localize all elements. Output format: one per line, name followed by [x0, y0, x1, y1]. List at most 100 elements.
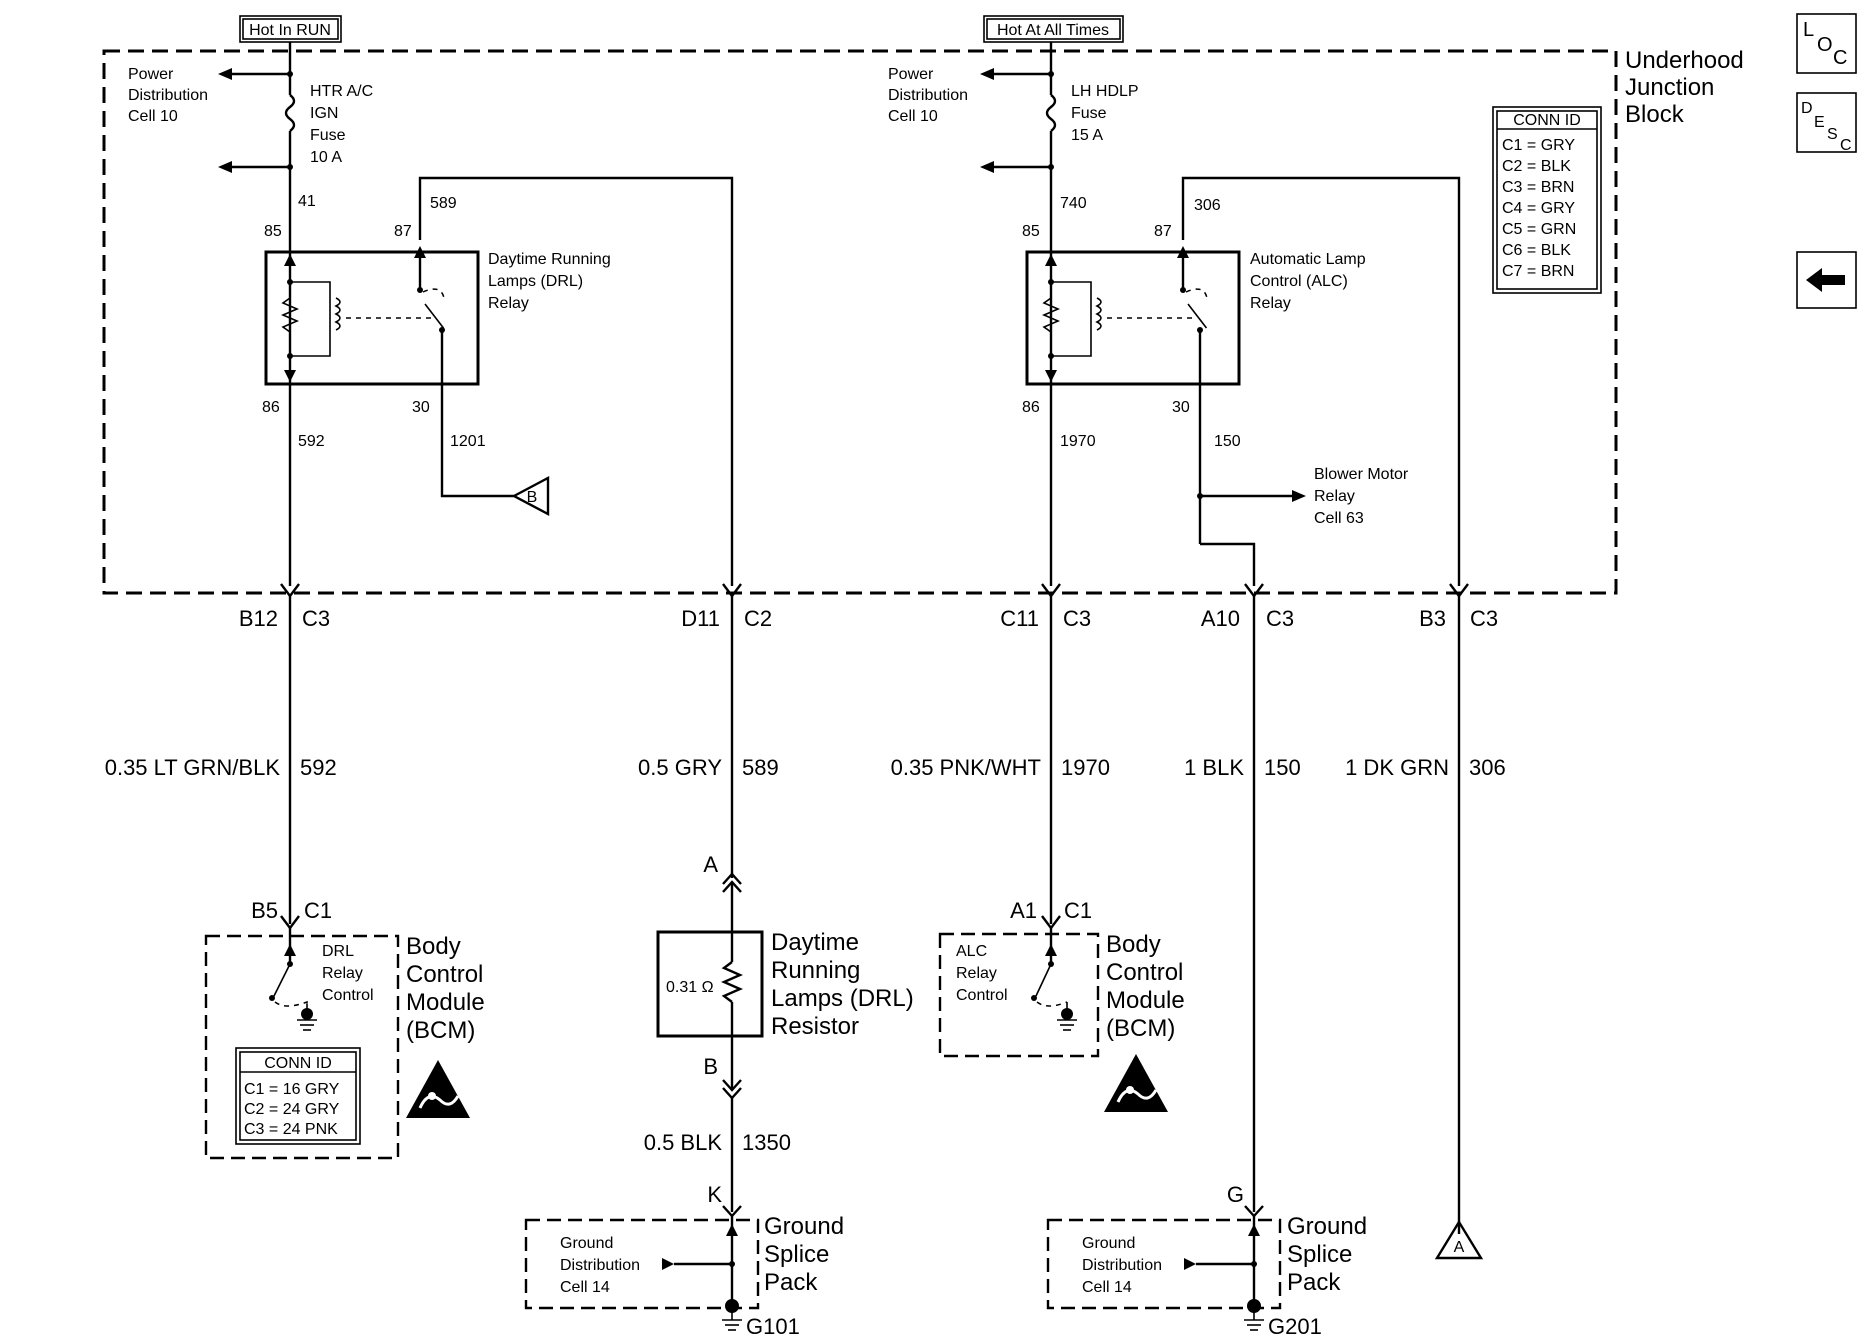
svg-text:Lamps (DRL): Lamps (DRL) [771, 985, 914, 1012]
svg-text:DRL: DRL [322, 943, 354, 960]
svg-text:(BCM): (BCM) [406, 1017, 475, 1044]
svg-text:Cell 10: Cell 10 [128, 108, 178, 125]
svg-text:C3: C3 [1063, 606, 1091, 631]
svg-text:Ground: Ground [1082, 1235, 1135, 1252]
svg-text:Control: Control [322, 987, 374, 1004]
svg-text:Control (ALC): Control (ALC) [1250, 273, 1348, 290]
splice-left-pin-k: K [707, 1182, 742, 1218]
esd-warning-icon-left [406, 1060, 470, 1118]
svg-text:592: 592 [300, 755, 337, 780]
svg-text:Underhood: Underhood [1625, 47, 1744, 74]
svg-text:Pack: Pack [1287, 1269, 1341, 1296]
wire-label-1970: 0.35 PNK/WHT 1970 [891, 755, 1110, 780]
splice-left-label: Ground Splice Pack [764, 1213, 844, 1296]
wire-1201-label: 1201 [450, 433, 486, 450]
svg-text:C2: C2 [744, 606, 772, 631]
svg-text:E: E [1814, 114, 1825, 131]
svg-text:Body: Body [1106, 931, 1161, 958]
bcm-left-conn-id-table: CONN ID C1 = 16 GRY C2 = 24 GRY C3 = 24 … [235, 1047, 361, 1145]
svg-text:15 A: 15 A [1071, 127, 1103, 144]
svg-text:Control: Control [956, 987, 1008, 1004]
svg-text:C11: C11 [1000, 606, 1039, 631]
svg-text:150: 150 [1264, 755, 1301, 780]
ground-g101-label: G101 [746, 1314, 800, 1339]
svg-text:Distribution: Distribution [888, 87, 968, 104]
svg-text:Relay: Relay [1314, 488, 1355, 505]
svg-text:C1 = 16 GRY: C1 = 16 GRY [244, 1081, 340, 1098]
svg-text:Pack: Pack [764, 1269, 818, 1296]
alc-relay-control-switch [1031, 928, 1077, 1031]
wire-1970-label: 1970 [1060, 433, 1096, 450]
right-pin-30-label: 30 [1172, 399, 1190, 416]
svg-text:C3: C3 [1266, 606, 1294, 631]
ujb-conn-id-table: CONN ID C1 = GRY C2 = BLK C3 = BRN C4 = … [1492, 106, 1602, 294]
splice-right-label: Ground Splice Pack [1287, 1213, 1367, 1296]
svg-text:C2 = BLK: C2 = BLK [1502, 158, 1571, 175]
wire-306-label: 306 [1194, 197, 1221, 214]
svg-text:Power: Power [888, 66, 934, 83]
svg-text:Power: Power [128, 66, 174, 83]
svg-text:Distribution: Distribution [1082, 1257, 1162, 1274]
underhood-junction-block-label: Underhood Junction Block [1625, 47, 1744, 128]
loc-icon[interactable]: L O C [1796, 13, 1857, 74]
svg-text:Splice: Splice [764, 1241, 829, 1268]
svg-text:Automatic Lamp: Automatic Lamp [1250, 251, 1366, 268]
svg-text:C: C [1833, 47, 1847, 69]
right-pin-85-label: 85 [1022, 223, 1040, 240]
flag-b: B [511, 476, 550, 516]
right-pin-87-label: 87 [1154, 223, 1172, 240]
svg-text:Cell 14: Cell 14 [560, 1279, 610, 1296]
underhood-junction-block-boundary [102, 49, 1618, 595]
right-power-distribution-ref: Power Distribution Cell 10 [888, 66, 968, 125]
svg-text:A: A [703, 852, 718, 877]
svg-text:Fuse: Fuse [1071, 105, 1107, 122]
drl-relay-control-switch [269, 928, 317, 1031]
wire-306 [1181, 176, 1461, 586]
wire-1201 [440, 396, 514, 498]
svg-text:C7 = BRN: C7 = BRN [1502, 263, 1574, 280]
svg-text:10 A: 10 A [310, 149, 342, 166]
drl-resistor: 0.31 Ω [656, 882, 764, 1088]
svg-text:1 DK GRN: 1 DK GRN [1345, 755, 1449, 780]
svg-text:0.5 GRY: 0.5 GRY [638, 755, 722, 780]
connector-a1-c1: A1 C1 [1010, 898, 1092, 930]
svg-text:C4 = GRY: C4 = GRY [1502, 200, 1575, 217]
wire-label-589: 0.5 GRY 589 [638, 755, 779, 780]
wire-label-150: 1 BLK 150 [1184, 755, 1301, 780]
svg-text:589: 589 [742, 755, 779, 780]
resistor-pin-b: B [703, 1054, 742, 1100]
svg-text:Block: Block [1625, 101, 1685, 128]
pin-86-label: 86 [262, 399, 280, 416]
svg-text:0.5 BLK: 0.5 BLK [644, 1130, 723, 1155]
svg-text:Control: Control [406, 961, 483, 988]
desc-icon[interactable]: D E S C [1796, 92, 1857, 154]
svg-text:Module: Module [406, 989, 485, 1016]
hot-in-run-label: Hot In RUN [239, 15, 342, 43]
svg-text:LH HDLP: LH HDLP [1071, 83, 1139, 100]
flag-a: A [1434, 1219, 1484, 1260]
svg-text:C3 = BRN: C3 = BRN [1502, 179, 1574, 196]
ground-splice-pack-left [662, 1216, 742, 1331]
svg-text:C: C [1840, 137, 1852, 154]
svg-text:306: 306 [1469, 755, 1506, 780]
drl-resistor-label: Daytime Running Lamps (DRL) Resistor [771, 929, 914, 1040]
svg-text:Relay: Relay [956, 965, 997, 982]
pin-30-label: 30 [412, 399, 430, 416]
svg-text:O: O [1817, 34, 1833, 56]
svg-text:C3 = 24 PNK: C3 = 24 PNK [244, 1121, 338, 1138]
alc-relay-control-label: ALC Relay Control [956, 943, 1008, 1004]
svg-text:C6 = BLK: C6 = BLK [1502, 242, 1571, 259]
drl-relay-control-label: DRL Relay Control [322, 943, 374, 1004]
svg-text:Daytime Running: Daytime Running [488, 251, 611, 268]
ground-splice-pack-left-boundary [524, 1218, 760, 1310]
svg-text:Fuse: Fuse [310, 127, 346, 144]
connector-c11-c3: C11 C3 [1000, 583, 1091, 631]
blower-motor-relay-ref: Blower Motor Relay Cell 63 [1314, 466, 1409, 527]
svg-text:A: A [1454, 1239, 1465, 1256]
svg-text:Junction: Junction [1625, 74, 1714, 101]
bcm-left-boundary [204, 934, 400, 1160]
back-arrow-icon[interactable] [1796, 251, 1857, 309]
svg-text:1 BLK: 1 BLK [1184, 755, 1244, 780]
svg-text:Cell 63: Cell 63 [1314, 510, 1364, 527]
svg-text:K: K [707, 1182, 722, 1207]
